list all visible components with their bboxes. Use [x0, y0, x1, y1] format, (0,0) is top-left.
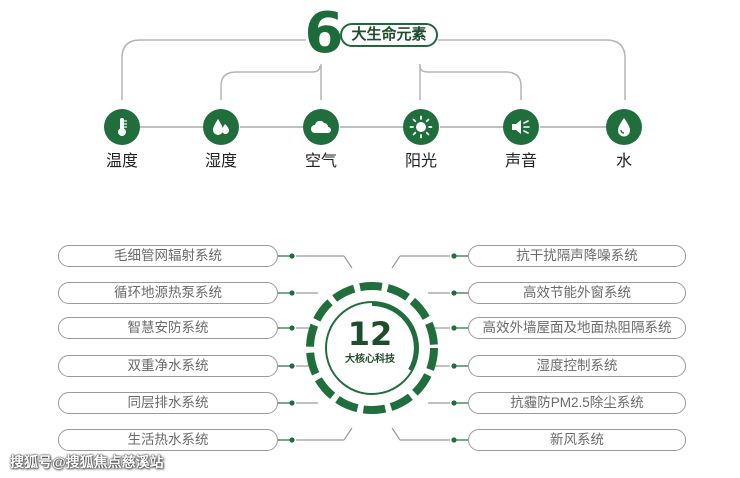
sun-icon: [403, 109, 439, 145]
element-label-humidity: 湿度: [204, 153, 237, 170]
element-label-air: 空气: [304, 153, 337, 170]
thermometer-icon: [104, 109, 140, 145]
system-pill-dual-water-purification: 双重净水系统: [58, 355, 278, 377]
core-tech-count: 12: [347, 315, 393, 353]
core-outer-ring: [306, 282, 438, 414]
element-label-sound: 声音: [504, 153, 537, 170]
core-inner-ring: [325, 301, 419, 395]
element-label-temperature: 温度: [105, 153, 138, 170]
system-pill-ground-source-heat-pump: 循环地源热泵系统: [58, 282, 278, 304]
system-pill-humidity-control: 湿度控制系统: [468, 355, 686, 377]
system-pill-fresh-air: 新风系统: [468, 429, 686, 451]
system-pill-energy-saving-windows: 高效节能外窗系统: [468, 282, 686, 304]
core-tech-title: 大核心科技: [345, 354, 395, 365]
system-pill-noise-reduction: 抗干扰隔声降噪系统: [468, 245, 686, 267]
watermark-text: 搜狐号@搜狐焦点慈溪站: [10, 454, 164, 470]
element-label-water: 水: [615, 153, 632, 170]
droplets-icon: [203, 109, 239, 145]
element-label-sunlight: 阳光: [404, 153, 437, 170]
system-pill-domestic-hot-water: 生活热水系统: [58, 429, 278, 451]
element-title: 大生命元素: [340, 23, 438, 47]
system-pill-capillary-radiation: 毛细管网辐射系统: [58, 245, 278, 267]
speaker-icon: [503, 109, 539, 145]
water-drop-icon: [606, 109, 642, 145]
cloud-icon: [303, 109, 339, 145]
system-pill-smart-security: 智慧安防系统: [58, 317, 278, 339]
system-pill-pm25-dust-removal: 抗霾防PM2.5除尘系统: [468, 392, 686, 414]
element-count-number: 6: [304, 1, 344, 66]
system-pill-thermal-insulation: 高效外墙屋面及地面热阻隔系统: [468, 317, 686, 339]
system-pill-same-floor-drainage: 同层排水系统: [58, 392, 278, 414]
